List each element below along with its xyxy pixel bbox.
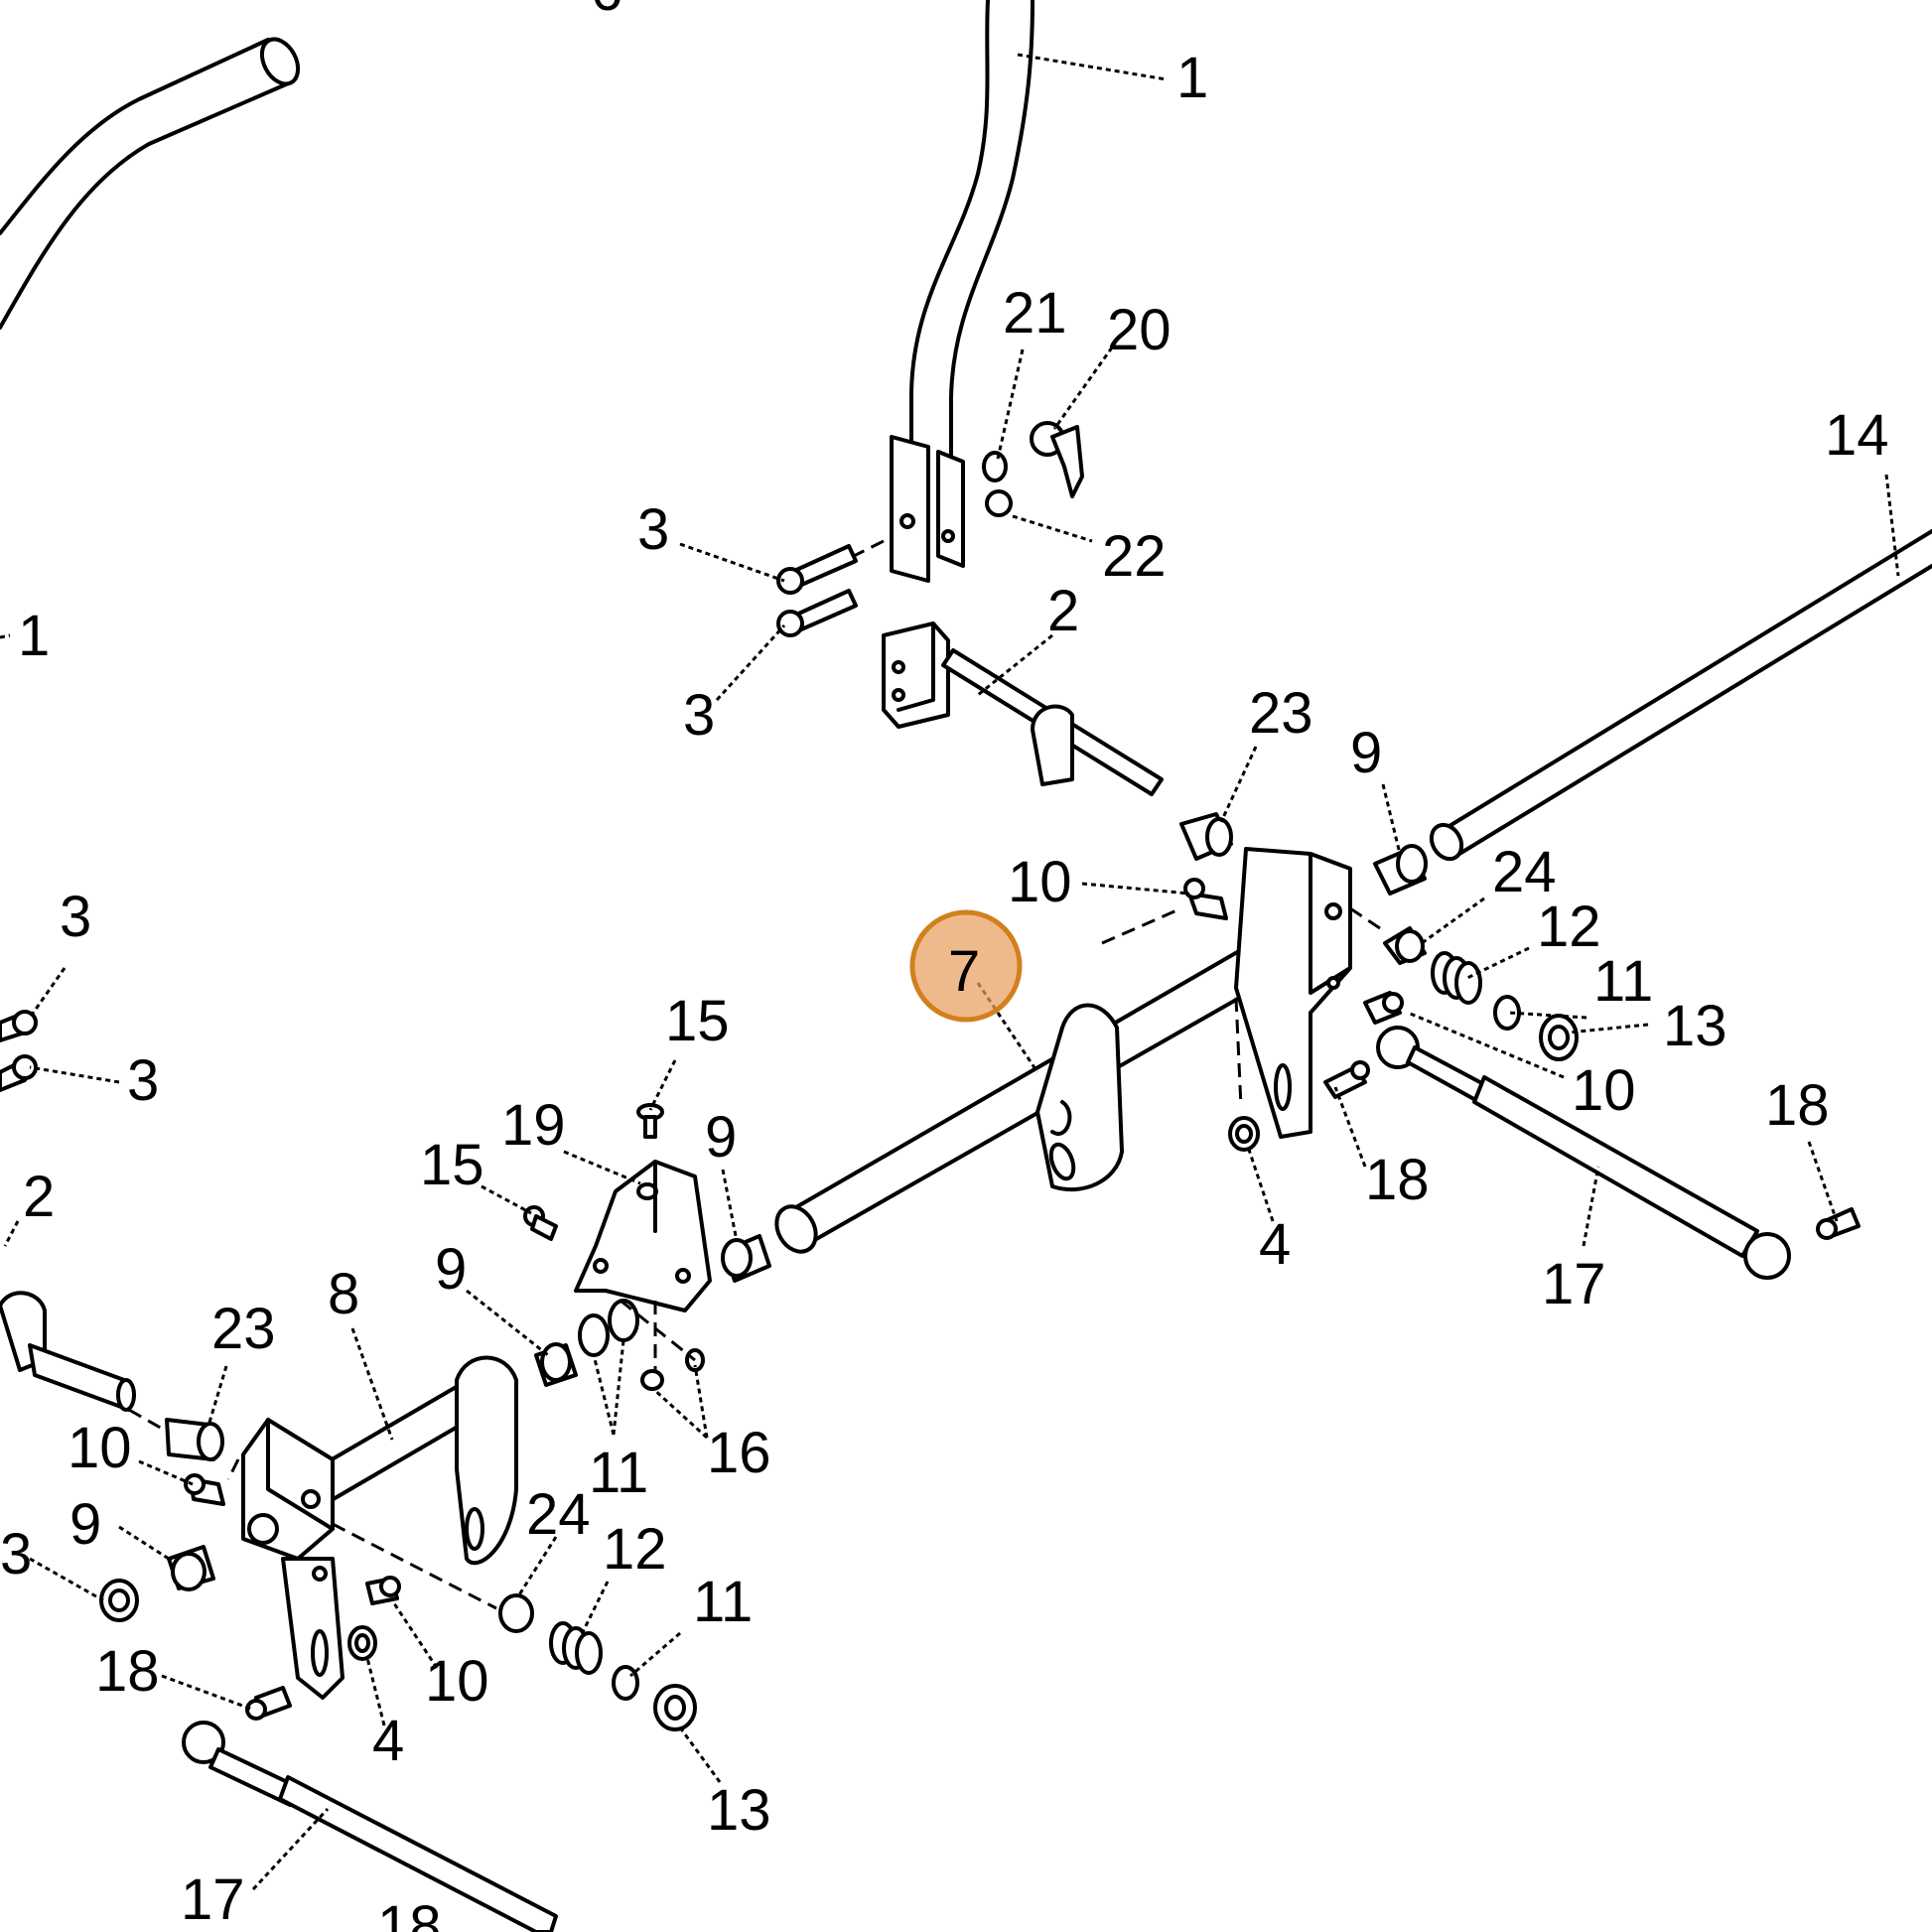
callout-13-left: 13 bbox=[707, 1778, 771, 1843]
callout-12-right: 12 bbox=[1537, 895, 1601, 959]
callout-3-left-a: 3 bbox=[60, 885, 91, 949]
callout-10-right-b: 10 bbox=[1572, 1058, 1636, 1123]
callout-21: 21 bbox=[1003, 281, 1067, 345]
gas-spring-17-right bbox=[1376, 1026, 1791, 1280]
callout-17-left: 17 bbox=[181, 1867, 245, 1932]
fitting-24-right bbox=[1383, 926, 1427, 965]
spring-12-right bbox=[1431, 951, 1482, 1005]
bushing-23-right bbox=[1179, 812, 1233, 861]
callout-12-left: 12 bbox=[603, 1517, 667, 1582]
callout-9-lower: 9 bbox=[69, 1492, 101, 1557]
arm-plate-right bbox=[1035, 1003, 1124, 1192]
bushing-9-left bbox=[534, 1342, 578, 1387]
nut-4-right bbox=[1228, 1116, 1260, 1152]
bushing-9-lower bbox=[167, 1545, 215, 1591]
bolt-top-b bbox=[776, 589, 858, 637]
callout-10-right-a: 10 bbox=[1008, 850, 1072, 914]
callout-18-left: 18 bbox=[95, 1639, 160, 1704]
callout-14: 14 bbox=[1825, 403, 1889, 468]
callout-13-right: 13 bbox=[1663, 994, 1727, 1058]
callout-24-right: 24 bbox=[1492, 840, 1557, 904]
ball-stud-18-right-b bbox=[1816, 1207, 1861, 1240]
callout-20: 20 bbox=[1107, 298, 1172, 362]
rod-14 bbox=[1429, 529, 1932, 862]
callout-18-bottom: 18 bbox=[377, 1894, 442, 1932]
callout-22: 22 bbox=[1102, 524, 1167, 589]
shaft-8 bbox=[296, 1355, 518, 1566]
callout-3-a: 3 bbox=[637, 497, 669, 562]
ball-stud-10-right bbox=[1363, 991, 1404, 1025]
bolt-top-a bbox=[776, 544, 858, 595]
callout-2-left: 2 bbox=[23, 1165, 55, 1229]
nut-4-left bbox=[347, 1625, 377, 1661]
pin-block-right bbox=[882, 621, 1164, 796]
bushing-9-mid bbox=[721, 1234, 771, 1283]
callout-15-b: 15 bbox=[420, 1133, 484, 1197]
callout-4-left: 4 bbox=[372, 1709, 404, 1773]
nut-13-left bbox=[653, 1684, 697, 1731]
spring-12-left bbox=[549, 1621, 603, 1675]
bracket-19 bbox=[574, 1160, 712, 1312]
callout-7: 7 bbox=[948, 939, 980, 1004]
nut-3-lower bbox=[99, 1579, 139, 1622]
washers-16 bbox=[640, 1348, 705, 1391]
callout-11-mid: 11 bbox=[589, 1441, 648, 1505]
callout-3-b: 3 bbox=[683, 683, 715, 748]
callout-labels: 1 1 6 21 20 22 3 3 2 14 23 9 10 24 12 11… bbox=[0, 0, 1889, 1932]
callout-9-left: 9 bbox=[435, 1237, 467, 1302]
callout-18-right-b: 18 bbox=[1765, 1073, 1830, 1138]
callout-23-left: 23 bbox=[211, 1297, 276, 1361]
washer-11-left bbox=[612, 1665, 639, 1701]
nut-22 bbox=[985, 489, 1013, 517]
centerlines bbox=[128, 539, 1381, 1610]
callout-3-lower: 3 bbox=[0, 1522, 32, 1587]
leader-lines bbox=[0, 53, 1900, 1891]
bolt-left-a bbox=[0, 1010, 38, 1042]
callout-10-left-b: 10 bbox=[425, 1649, 489, 1714]
fitting-24-left bbox=[498, 1593, 534, 1633]
callout-4-right: 4 bbox=[1259, 1212, 1291, 1277]
callout-23-right: 23 bbox=[1249, 681, 1313, 746]
nut-13-right bbox=[1539, 1014, 1579, 1061]
callout-8: 8 bbox=[328, 1262, 359, 1326]
bolt-left-b bbox=[0, 1054, 38, 1092]
callout-19: 19 bbox=[501, 1093, 566, 1158]
bolt-10-left-a bbox=[184, 1473, 225, 1506]
knob-20 bbox=[1030, 421, 1084, 498]
callout-11-right: 11 bbox=[1593, 949, 1653, 1014]
ball-stud-18-right-a bbox=[1323, 1060, 1370, 1099]
highlight-circle bbox=[909, 909, 1023, 1023]
callout-18-right-a: 18 bbox=[1365, 1148, 1430, 1212]
callout-2-right: 2 bbox=[1047, 579, 1079, 643]
callout-1-top: 1 bbox=[1176, 46, 1208, 110]
washers-11-mid bbox=[578, 1299, 639, 1357]
bolt-10-right-a bbox=[1183, 878, 1228, 920]
callout-3-left-b: 3 bbox=[127, 1048, 159, 1113]
callout-6: 6 bbox=[591, 0, 622, 23]
ball-stud-18-left bbox=[245, 1686, 292, 1721]
ball-stud-10-left bbox=[365, 1576, 401, 1605]
callout-9-right: 9 bbox=[1350, 721, 1382, 785]
callout-10-left-a: 10 bbox=[68, 1416, 132, 1480]
screw-15-a bbox=[636, 1103, 664, 1139]
washer-11-right bbox=[1493, 995, 1521, 1031]
bracket-right bbox=[1234, 847, 1352, 1139]
bushing-9-right bbox=[1373, 844, 1428, 896]
bushing-23-left bbox=[165, 1418, 224, 1461]
pin-left bbox=[0, 1291, 136, 1412]
callout-16: 16 bbox=[707, 1421, 771, 1485]
callout-1-left: 1 bbox=[18, 604, 50, 668]
handle-left bbox=[0, 37, 301, 330]
screw-15-b bbox=[523, 1205, 558, 1241]
callout-24-left: 24 bbox=[526, 1482, 591, 1547]
gas-spring-17-left bbox=[182, 1721, 558, 1932]
handle-top bbox=[890, 0, 1035, 583]
callout-9-mid: 9 bbox=[705, 1105, 737, 1170]
callout-17-right: 17 bbox=[1542, 1252, 1606, 1316]
callout-15-a: 15 bbox=[665, 989, 730, 1053]
washer-21 bbox=[982, 451, 1008, 483]
callout-11-left: 11 bbox=[693, 1570, 753, 1634]
bracket-left bbox=[241, 1418, 345, 1700]
